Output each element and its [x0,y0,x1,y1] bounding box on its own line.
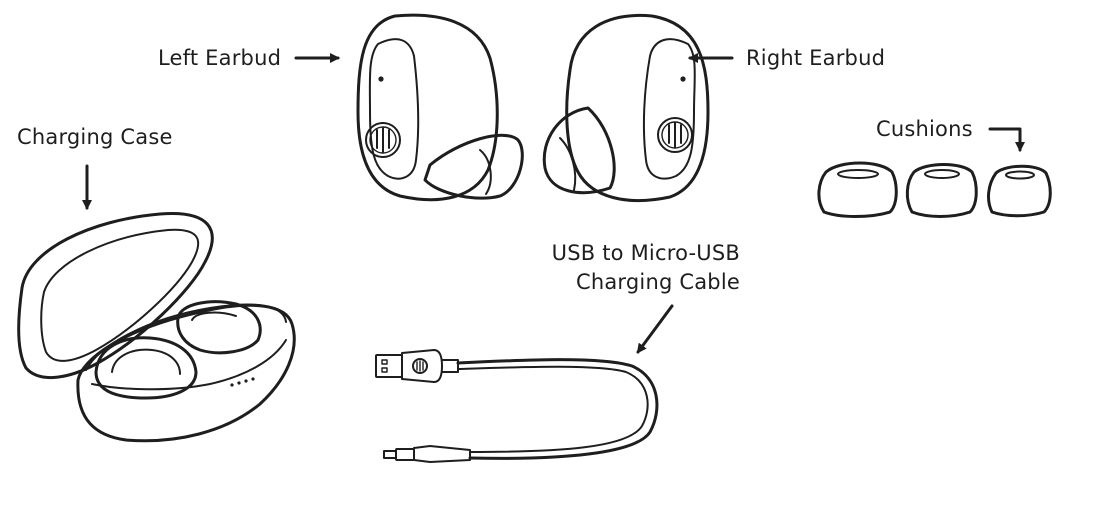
cable-brand-logo-icon [412,358,428,374]
left-earbud-logo-icon [365,122,401,158]
right-earbud-logo-icon [657,117,693,153]
cushions-illustration [817,161,1052,218]
cable-label-line1: USB to Micro-USB [551,241,740,265]
usb-cable-illustration [375,349,659,463]
cushion-small [987,164,1052,218]
right-earbud-illustration [542,13,710,203]
cable-arrow-icon [636,304,674,354]
charging-case-illustration [17,211,296,443]
cushions-label: Cushions [876,117,973,141]
right-earbud-label: Right Earbud [746,46,886,70]
cushion-large [817,161,898,218]
cushion-medium [905,163,978,218]
cushions-arrow-icon [988,127,1025,152]
callout-arrows [82,53,1025,354]
left-earbud-label: Left Earbud [158,46,282,70]
cable-label-line2: Charging Cable [575,270,740,294]
charging-case-label: Charging Case [17,125,173,149]
left-earbud-illustration [356,13,524,202]
